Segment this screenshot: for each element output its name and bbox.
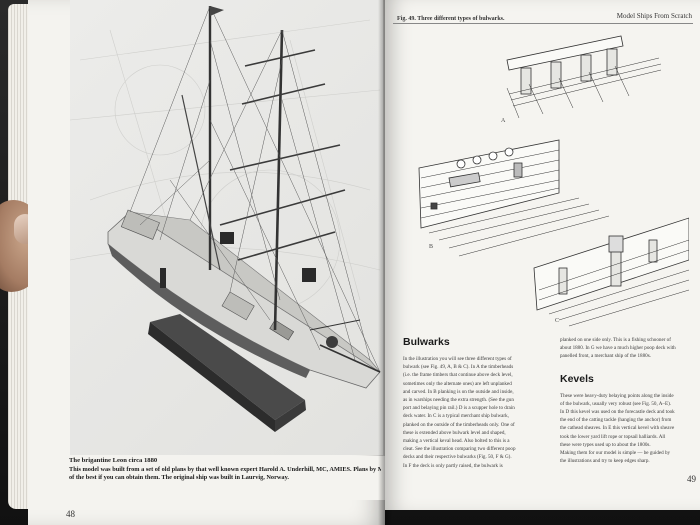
- body-line: these is extended above bulwark level an…: [403, 429, 506, 436]
- page-number-right: 49: [687, 474, 696, 484]
- bulwark-diagrams: [418, 35, 689, 327]
- body-line: as in warships needing the extra strengt…: [403, 397, 514, 404]
- body-line: Making them for our model is simple — be…: [560, 450, 671, 457]
- body-line: of the bulwark, usually very robust (see…: [560, 400, 672, 407]
- body-line: took the lower yard lift rope or topsail…: [560, 433, 666, 440]
- body-line: bulwark (see Fig. 49, A, B & C). In A th…: [403, 364, 514, 371]
- body-line: about 1880. In G we have a much higher p…: [560, 345, 676, 352]
- body-line: planked on the outside of the timberhead…: [403, 421, 515, 428]
- body-line: these were types used up to about the 18…: [560, 441, 651, 448]
- body-line: These were heavy-duty belaying points al…: [560, 392, 674, 399]
- caption-title: The brigantine Leon circa 1880: [69, 457, 158, 464]
- figure-letter-a: A: [501, 118, 506, 124]
- bulwark-c-drawing: [533, 217, 689, 327]
- body-line: the cathead sheaves. In E this vertical …: [560, 425, 675, 432]
- heading-kevels: Kevels: [560, 372, 594, 385]
- brigantine-model-illustration: [70, 5, 381, 432]
- body-line: planked on one side only. This is a fish…: [560, 337, 671, 343]
- body-line: sometimes only the alternate ones) are l…: [403, 380, 512, 387]
- ship-model-photo: [70, 0, 383, 455]
- text-column-right: planked on one side only. This is a fish…: [560, 336, 700, 465]
- figure-letter-b: B: [429, 244, 434, 250]
- body-line: the illustrations and try to keep edges …: [560, 458, 650, 465]
- body-line: (i.e. the frame timbers that continue ab…: [403, 372, 513, 379]
- body-line: making a vertical keval head. Also bolte…: [403, 438, 510, 445]
- body-line: deck water. In C is a typical merchant s…: [403, 413, 509, 420]
- caption-line: of the best if you can obtain them. The …: [69, 473, 289, 481]
- left-page: The brigantine Leon circa 1880 This mode…: [28, 0, 385, 525]
- body-line: In D this kevel was used on the forecast…: [560, 409, 675, 416]
- bulwark-b-drawing: [418, 139, 610, 257]
- body-line: and carved. In B planking is on the outs…: [403, 388, 514, 395]
- body-line: decks and their respective bulwarks (Fig…: [403, 454, 512, 461]
- body-line: port and belaying pin rail.) D is a scup…: [403, 405, 515, 412]
- body-line: In F the deck is only partly raised, the…: [403, 462, 503, 469]
- figure-caption: Fig. 49. Three different types of bulwar…: [397, 16, 505, 22]
- header-rule: [393, 23, 693, 24]
- text-column-left: Bulwarks In the illustration you will se…: [403, 336, 545, 470]
- running-head: Model Ships From Scratch: [616, 12, 692, 20]
- right-page: Fig. 49. Three different types of bulwar…: [385, 0, 700, 510]
- body-line: the end of the catting tackle (hanging t…: [560, 417, 672, 424]
- page-number-left: 48: [66, 509, 75, 519]
- body-line: In the illustration you will see three d…: [403, 356, 512, 362]
- body-line: cleat. See the illustration comparing tw…: [403, 446, 516, 453]
- photo-caption: The brigantine Leon circa 1880 This mode…: [63, 456, 385, 500]
- caption-line: This model was built from a set of old p…: [69, 465, 381, 473]
- body-line: panelled front, a merchant ship of the 1…: [560, 353, 651, 360]
- figure-letter-c: C: [555, 318, 560, 324]
- heading-bulwarks: Bulwarks: [403, 336, 450, 348]
- bulwark-a-drawing: [506, 35, 662, 119]
